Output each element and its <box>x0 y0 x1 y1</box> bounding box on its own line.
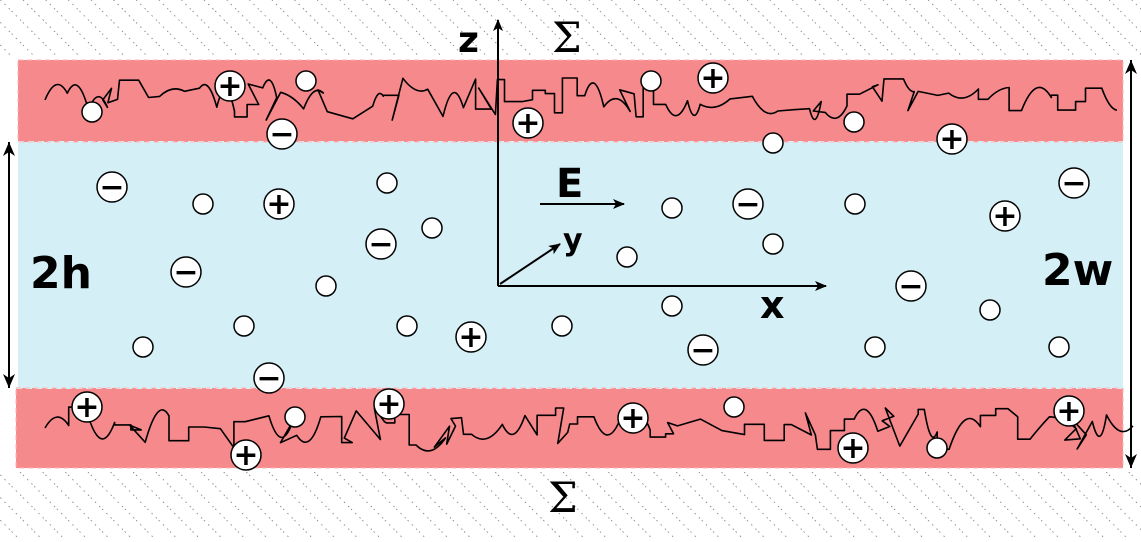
svg-text:−: − <box>256 361 281 396</box>
particles: +−+++−+−−+−−−+−−++++++ <box>71 61 1090 473</box>
neutral-particle-icon <box>233 315 255 337</box>
svg-text:+: + <box>266 187 291 222</box>
svg-text:+: + <box>620 401 645 436</box>
svg-text:+: + <box>1056 394 1081 429</box>
anion-icon: − <box>687 333 719 368</box>
neutral-particle-icon <box>762 233 784 255</box>
neutral-particle-icon <box>192 193 214 215</box>
neutral-particle-icon <box>723 396 745 418</box>
cation-icon: + <box>617 401 649 436</box>
channel-region <box>18 142 1123 388</box>
y-axis <box>499 243 561 285</box>
anion-icon: − <box>253 361 285 396</box>
svg-text:+: + <box>233 438 258 473</box>
surface-label-bottom: Σ <box>548 473 578 522</box>
polymer-chain-icon <box>44 77 1118 121</box>
svg-text:+: + <box>376 387 401 422</box>
cation-icon: + <box>512 106 544 141</box>
anion-icon: − <box>96 170 128 205</box>
neutral-particle-icon <box>132 336 154 358</box>
svg-text:−: − <box>99 170 124 205</box>
cation-icon: + <box>263 187 295 222</box>
svg-text:−: − <box>368 227 393 262</box>
y-axis-label: y <box>563 223 583 258</box>
cation-icon: + <box>71 390 103 425</box>
svg-text:−: − <box>898 269 923 304</box>
neutral-particle-icon <box>661 197 683 219</box>
svg-text:+: + <box>74 390 99 425</box>
cation-icon: + <box>989 199 1021 234</box>
neutral-particle-icon <box>551 315 573 337</box>
neutral-particle-icon <box>1048 336 1070 358</box>
field-label: E <box>556 161 583 207</box>
bottom-wall-hatch <box>0 472 1141 537</box>
svg-text:+: + <box>217 69 242 104</box>
svg-text:−: − <box>690 333 715 368</box>
neutral-particle-icon <box>284 406 306 428</box>
neutral-particle-icon <box>640 70 662 92</box>
neutral-particle-icon <box>762 132 784 154</box>
neutral-particle-icon <box>843 111 865 133</box>
neutral-particle-icon <box>295 70 317 92</box>
svg-text:+: + <box>840 431 865 466</box>
anion-icon: − <box>1058 166 1090 201</box>
svg-text:+: + <box>458 320 483 355</box>
x-axis-label: x <box>760 283 785 327</box>
neutral-particle-icon <box>396 315 418 337</box>
neutral-particle-icon <box>421 217 443 239</box>
cation-icon: + <box>936 122 968 157</box>
neutral-particle-icon <box>616 246 638 268</box>
svg-text:−: − <box>269 117 294 152</box>
neutral-particle-icon <box>376 172 398 194</box>
anion-icon: − <box>895 269 927 304</box>
surface-label-top: Σ <box>552 13 582 62</box>
svg-text:+: + <box>700 61 725 96</box>
neutral-particle-icon <box>81 101 103 123</box>
svg-text:−: − <box>1061 166 1086 201</box>
cation-icon: + <box>837 431 869 466</box>
channel-width-label: 2h <box>30 248 92 299</box>
neutral-particle-icon <box>315 275 337 297</box>
svg-text:−: − <box>173 255 198 290</box>
anion-icon: − <box>365 227 397 262</box>
neutral-particle-icon <box>926 437 948 459</box>
top-brush-layer <box>18 60 1123 142</box>
cation-icon: + <box>373 387 405 422</box>
svg-text:+: + <box>515 106 540 141</box>
anion-icon: − <box>732 187 764 222</box>
svg-text:+: + <box>939 122 964 157</box>
neutral-particle-icon <box>844 193 866 215</box>
neutral-particle-icon <box>661 295 683 317</box>
neutral-particle-icon <box>864 336 886 358</box>
cation-icon: + <box>230 438 262 473</box>
anion-icon: − <box>170 255 202 290</box>
cation-icon: + <box>1053 394 1085 429</box>
polymer-chains <box>44 77 1134 452</box>
neutral-particle-icon <box>979 299 1001 321</box>
svg-text:−: − <box>735 187 760 222</box>
cation-icon: + <box>214 69 246 104</box>
total-width-label: 2w <box>1042 245 1113 296</box>
anion-icon: − <box>266 117 298 152</box>
top-layer-outline <box>17 59 1124 143</box>
bottom-layer-outline <box>15 387 1124 469</box>
top-wall-hatch <box>0 0 1141 56</box>
svg-text:+: + <box>992 199 1017 234</box>
cation-icon: + <box>697 61 729 96</box>
polymer-chain-icon <box>44 406 1134 452</box>
z-axis-label: z <box>458 20 479 61</box>
cation-icon: + <box>455 320 487 355</box>
